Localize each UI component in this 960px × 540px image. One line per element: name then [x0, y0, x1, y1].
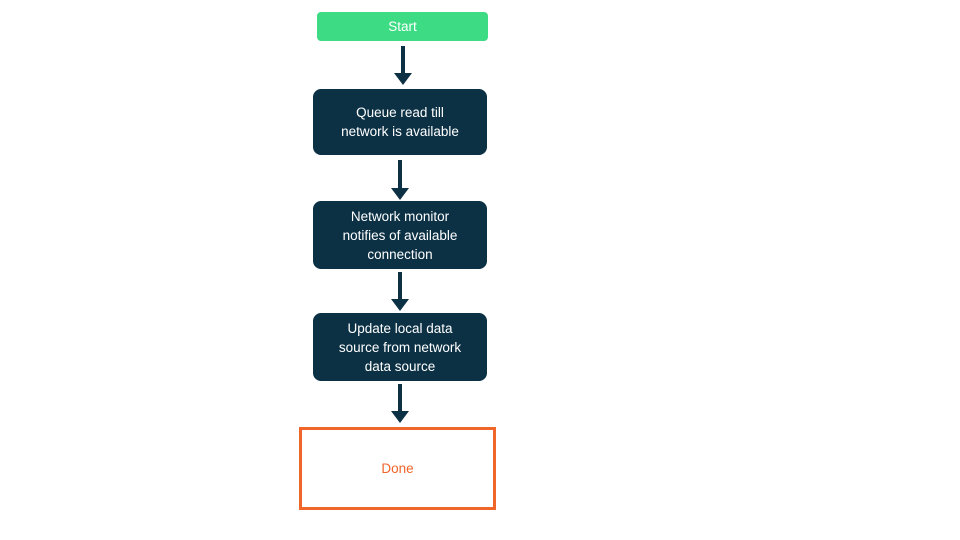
flow-node-network-monitor-label: Network monitor notifies of available co…: [342, 208, 458, 262]
arrow-shaft: [398, 160, 402, 188]
flow-node-start-label: Start: [388, 19, 417, 34]
arrow-down-icon: [391, 188, 409, 200]
flow-node-queue-read: Queue read till network is available: [313, 89, 487, 155]
flow-arrow-queue-to-monitor: [391, 160, 409, 200]
arrow-down-icon: [391, 299, 409, 311]
flow-arrow-start-to-queue: [394, 46, 412, 85]
arrow-shaft: [398, 384, 402, 411]
flow-arrow-update-to-done: [391, 384, 409, 423]
flow-node-queue-read-label: Queue read till network is available: [341, 105, 459, 139]
arrow-down-icon: [394, 73, 412, 85]
flow-node-start: Start: [317, 12, 488, 41]
flow-node-done-label: Done: [381, 461, 414, 476]
arrow-down-icon: [391, 411, 409, 423]
arrow-shaft: [401, 46, 405, 73]
arrow-shaft: [398, 272, 402, 299]
flow-node-network-monitor: Network monitor notifies of available co…: [313, 201, 487, 269]
flow-node-update-local-data: Update local data source from network da…: [313, 313, 487, 381]
flow-node-update-local-data-label: Update local data source from network da…: [338, 320, 462, 374]
flow-arrow-monitor-to-update: [391, 272, 409, 311]
flow-node-done: Done: [299, 427, 496, 510]
